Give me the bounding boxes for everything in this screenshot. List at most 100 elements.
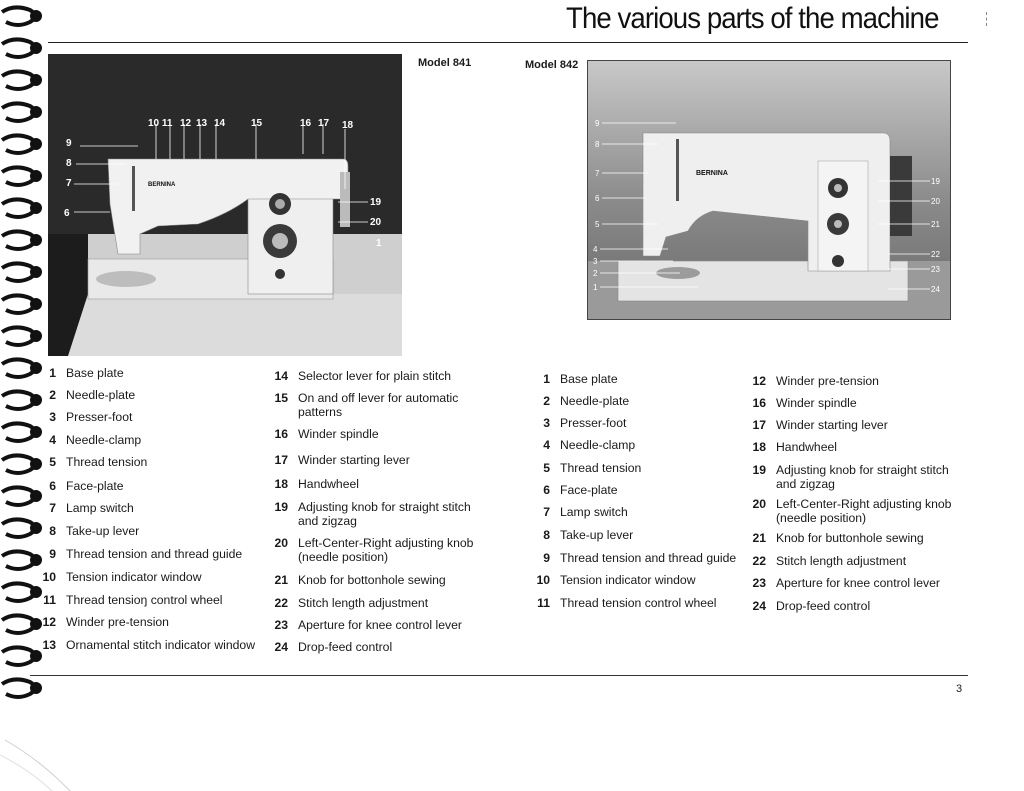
model-842-photo: BERNINA 9 8 7 6 5 4 3 2 1 xyxy=(587,60,951,320)
part-label: Knob for buttonhole sewing xyxy=(776,531,924,545)
part-number: 4 xyxy=(543,438,550,452)
part-label: Adjusting knob for straight stitch and z… xyxy=(298,500,471,528)
callout-841-13: 13 xyxy=(196,118,208,129)
part-label: Presser-foot xyxy=(66,410,133,424)
callout-841-15: 15 xyxy=(251,118,263,129)
binding-ring xyxy=(0,485,42,507)
callout-842-6: 6 xyxy=(595,194,600,203)
callout-842-19: 19 xyxy=(931,177,940,186)
part-label: Selector lever for plain stitch xyxy=(298,369,452,383)
model-842-label: Model 842 xyxy=(525,59,579,71)
part-number: 21 xyxy=(752,531,766,545)
page-curl-shadow xyxy=(0,739,71,791)
part-label: Drop-feed control xyxy=(776,599,871,613)
callout-841-10-11: 10 11 xyxy=(148,118,173,129)
part-number: 9 xyxy=(49,547,56,561)
part-label: Lamp switch xyxy=(560,505,628,519)
part-label: Face-plate xyxy=(560,483,618,497)
part-number: 6 xyxy=(543,483,550,497)
callout-841-14: 14 xyxy=(214,118,226,129)
binding-ring xyxy=(0,389,42,411)
part-number: 24 xyxy=(752,599,766,613)
part-label: Thread tension and thread guide xyxy=(560,551,737,565)
part-number: 22 xyxy=(752,554,766,568)
part-label: Winder starting lever xyxy=(298,453,410,467)
callout-842-23: 23 xyxy=(931,265,940,274)
binding-ring xyxy=(0,325,42,347)
part-number: 7 xyxy=(49,501,56,515)
part-number: 16 xyxy=(274,427,288,441)
binding-ring xyxy=(0,5,42,27)
edge-mark xyxy=(986,12,988,26)
part-label: Drop-feed control xyxy=(298,640,393,654)
part-label: Take-up lever xyxy=(560,528,634,542)
part-label: Needle-plate xyxy=(66,388,136,402)
part-number: 17 xyxy=(752,418,766,432)
part-number: 13 xyxy=(42,638,56,652)
binding-ring xyxy=(0,613,42,635)
part-label: Stitch length adjustment xyxy=(776,554,907,568)
binding-ring xyxy=(0,69,42,91)
bottom-rule xyxy=(30,675,968,676)
callout-841-19: 19 xyxy=(370,197,382,208)
part-label: Tension indicator window xyxy=(560,573,696,587)
callout-841-20: 20 xyxy=(370,217,382,228)
binding-ring xyxy=(0,581,42,603)
binding-ring xyxy=(0,37,42,59)
part-label: Tension indicator window xyxy=(66,570,202,584)
part-label: Thread tensioŋ control wheel xyxy=(66,593,223,607)
part-number: 14 xyxy=(274,369,288,383)
part-number: 5 xyxy=(543,461,550,475)
part-label: Needle-clamp xyxy=(66,433,142,447)
part-label: Left-Center-Right adjusting knob (needle… xyxy=(298,536,474,564)
part-number: 21 xyxy=(274,573,288,587)
model-841-brand: BERNINA xyxy=(148,182,176,188)
part-label: Ornamental stitch indicator window xyxy=(66,638,255,652)
part-number: 17 xyxy=(274,453,288,467)
part-number: 12 xyxy=(752,374,766,388)
part-number: 12 xyxy=(42,615,56,629)
part-label: Stitch length adjustment xyxy=(298,596,429,610)
part-label: Handwheel xyxy=(776,440,837,454)
part-number: 10 xyxy=(536,573,550,587)
callout-841-18: 18 xyxy=(342,120,354,131)
binding-ring xyxy=(0,229,42,251)
binding-ring xyxy=(0,357,42,379)
part-label: Thread tension and thread guide xyxy=(66,547,243,561)
callout-841-12: 12 xyxy=(180,118,192,129)
part-number: 18 xyxy=(752,440,766,454)
spiral-binding xyxy=(0,5,42,699)
part-number: 16 xyxy=(752,396,766,410)
part-number: 11 xyxy=(43,593,56,607)
callout-842-8: 8 xyxy=(595,140,600,149)
part-label: Base plate xyxy=(560,372,618,386)
part-number: 3 xyxy=(543,416,550,430)
callout-842-9: 9 xyxy=(595,119,600,128)
part-number: 7 xyxy=(543,505,550,519)
callout-841-6: 6 xyxy=(64,208,70,219)
part-label: Aperture for knee control lever xyxy=(776,576,940,590)
model-841-label: Model 841 xyxy=(418,57,472,69)
part-number: 8 xyxy=(49,524,56,538)
part-number: 3 xyxy=(49,410,56,424)
callout-841-17: 17 xyxy=(318,118,330,129)
part-number: 10 xyxy=(42,570,56,584)
part-number: 18 xyxy=(274,477,288,491)
callout-842-2: 2 xyxy=(593,269,598,278)
part-number: 8 xyxy=(543,528,550,542)
callout-841-9: 9 xyxy=(66,138,72,149)
part-label: Aperture for knee control lever xyxy=(298,618,462,632)
part-label: Winder spindle xyxy=(298,427,379,441)
part-label: Presser-foot xyxy=(560,416,627,430)
part-label: Winder starting lever xyxy=(776,418,888,432)
page-number: 3 xyxy=(956,683,963,695)
callout-842-1: 1 xyxy=(593,283,598,292)
binding-ring xyxy=(0,165,42,187)
callout-842-20: 20 xyxy=(931,197,940,206)
callout-842-4: 4 xyxy=(593,245,598,254)
binding-ring xyxy=(0,293,42,315)
callout-842-5: 5 xyxy=(595,220,600,229)
part-number: 15 xyxy=(274,391,288,405)
